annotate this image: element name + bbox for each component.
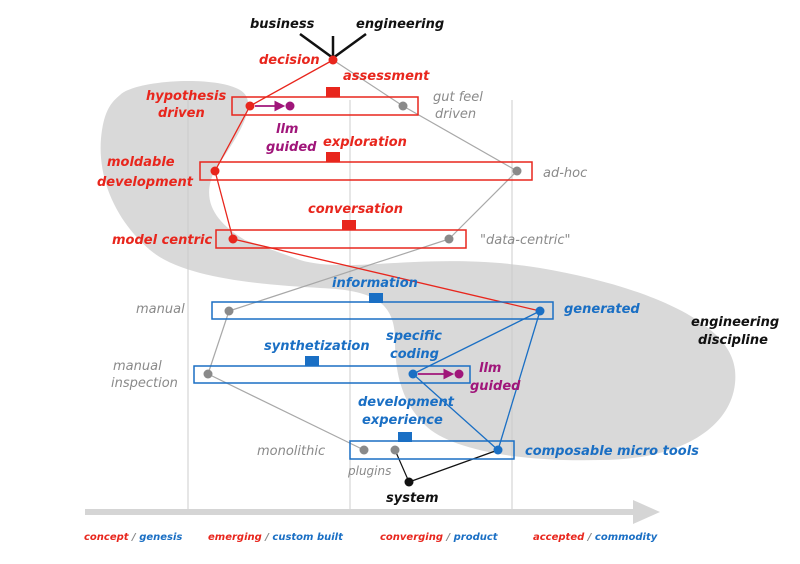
engineering-discipline-1: engineering (691, 315, 779, 330)
blue-connectors (412, 310, 541, 451)
moldable-left-2: development (97, 175, 194, 190)
evolution-axis (85, 500, 660, 524)
composable-node (493, 445, 503, 455)
moldable-left-1: moldable (107, 155, 175, 170)
manual-label: manual (136, 302, 185, 317)
manual-inspection-2: inspection (111, 376, 178, 391)
legend-item-1: concept / genesis (84, 532, 182, 543)
gut-feel-node (398, 101, 408, 111)
llm-node-top (285, 101, 295, 111)
gut-feel-label-1: gut feel (433, 90, 483, 105)
llm-bottom-label-2: guided (470, 379, 521, 394)
plugins-node (390, 445, 400, 455)
system-connectors (394, 449, 499, 483)
hypothesis-row-box (231, 96, 419, 116)
monolithic-node (359, 445, 369, 455)
llm-top-label-2: guided (266, 140, 317, 155)
hypothesis-left-2: driven (158, 106, 205, 121)
nodes (203, 55, 545, 487)
specific-coding-node (408, 369, 418, 379)
devex-row-box (349, 440, 515, 460)
monolithic-label: monolithic (257, 444, 325, 459)
devex-label-1: development (358, 395, 455, 410)
devex-label-2: experience (362, 413, 443, 428)
hypothesis-left-1: hypothesis (146, 89, 226, 104)
manual-inspection-node (203, 369, 213, 379)
specific-label-1: specific (386, 329, 442, 344)
engineering-discipline-2: discipline (698, 333, 768, 348)
llm-bottom-label-1: llm (479, 361, 501, 376)
assessment-label: assessment (343, 69, 430, 84)
engineering-discipline-blob (100, 80, 736, 461)
ad-hoc-node (512, 166, 522, 176)
data-centric-label: "data-centric" (480, 233, 571, 248)
legend-item-3: converging / product (380, 532, 499, 543)
inspection-row-box (193, 365, 471, 384)
legend: concept / genesis emerging / custom buil… (84, 532, 658, 543)
model-centric-label: model centric (112, 233, 212, 248)
manual-inspection-1: manual (113, 359, 162, 374)
conversation-marker (342, 220, 356, 230)
information-label: information (332, 276, 418, 291)
system-node (404, 477, 414, 487)
plugins-label: plugins (347, 464, 391, 478)
composable-label: composable micro tools (525, 444, 699, 459)
ad-hoc-label: ad-hoc (543, 166, 587, 181)
generated-label: generated (564, 302, 640, 317)
gray-connectors (207, 59, 518, 451)
synthetization-marker (305, 356, 319, 366)
data-centric-node (444, 234, 454, 244)
moldable-row-box (199, 161, 533, 181)
generated-node (535, 306, 545, 316)
system-label: system (386, 491, 439, 506)
assessment-marker (326, 87, 340, 97)
exploration-label: exploration (323, 135, 407, 150)
engineering-label: engineering (356, 17, 444, 32)
legend-item-4: accepted / commodity (533, 532, 658, 543)
model-centric-node (228, 234, 238, 244)
specific-label-2: coding (390, 347, 439, 362)
decision-label: decision (259, 53, 320, 68)
business-label: business (250, 17, 315, 32)
model-row-box (215, 229, 467, 249)
exploration-marker (326, 152, 340, 162)
decision-branch (299, 32, 367, 60)
llm-top-label-1: llm (276, 122, 298, 137)
decision-node (328, 55, 338, 65)
legend-item-2: emerging / custom built (208, 532, 344, 543)
moldable-node (210, 166, 220, 176)
gut-feel-label-2: driven (435, 107, 476, 122)
devex-marker (398, 432, 412, 442)
information-marker (369, 293, 383, 303)
conversation-label: conversation (308, 202, 403, 217)
hypothesis-node (245, 101, 255, 111)
synthetization-label: synthetization (264, 339, 370, 354)
red-connectors (214, 59, 541, 312)
llm-node-bottom (454, 369, 464, 379)
manual-node (224, 306, 234, 316)
